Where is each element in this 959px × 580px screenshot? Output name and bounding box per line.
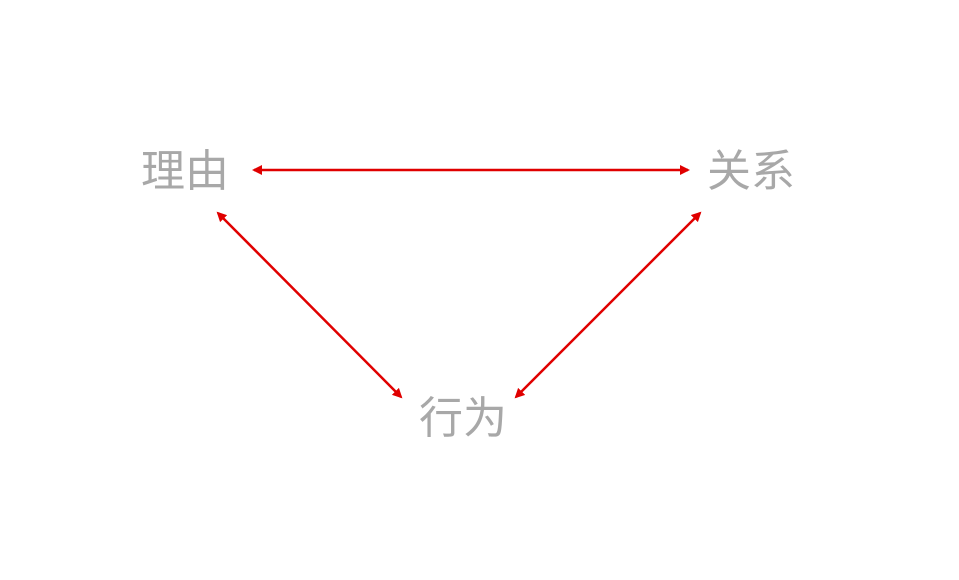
arrow-relation-behavior bbox=[514, 211, 702, 399]
arrow-reason-behavior bbox=[216, 211, 403, 399]
node-behavior-label: 行为 bbox=[419, 393, 507, 444]
node-relation-label: 关系 bbox=[707, 146, 795, 197]
node-reason-label: 理由 bbox=[141, 146, 229, 197]
